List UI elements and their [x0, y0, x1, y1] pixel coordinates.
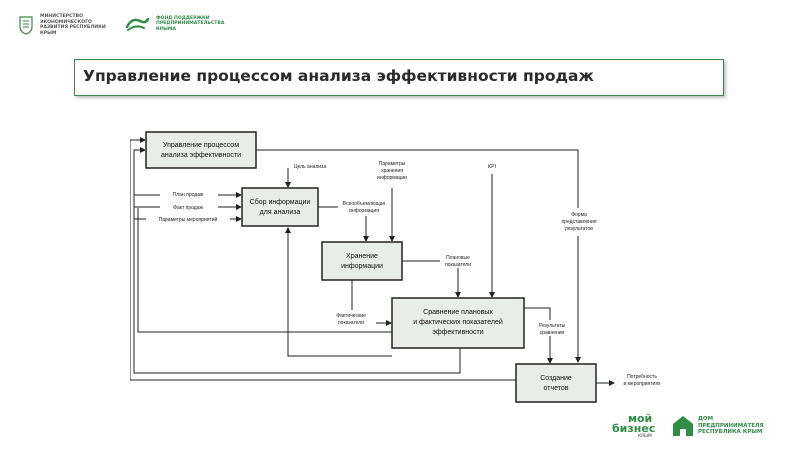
label-planned-1: Плановые — [446, 255, 470, 261]
box-report-line2: отчетов — [544, 385, 569, 392]
box-collect-line1: Сбор информации — [250, 198, 311, 206]
box-manage: Управление процессом анализа эффективнос… — [145, 131, 257, 169]
dom-predprinimatelya-logo: Дом предпринимателя Республика Крым — [672, 414, 778, 438]
label-storage-params-2: хранения — [381, 168, 403, 174]
box-manage-line2: анализа эффективности — [161, 152, 241, 159]
box-report-line1: Создание — [540, 375, 572, 382]
box-store: Хранение информации — [321, 241, 403, 281]
input-params-label: Параметры мероприятий — [159, 216, 218, 223]
box-store-line2: информации — [341, 263, 383, 270]
house-icon — [673, 416, 693, 436]
control-arrows: Цель анализа Параметры хранения информац… — [256, 149, 600, 363]
feedback-lines — [130, 137, 517, 384]
box-collect: Сбор информации для анализа — [241, 187, 319, 227]
label-results-2: сравнения — [540, 330, 565, 336]
ministry-logo: Министерство экономического развития Рес… — [18, 14, 118, 36]
slide-title-box: Управление процессом анализа эффективнос… — [74, 59, 724, 96]
fund-swirl-icon — [125, 17, 150, 31]
box-compare-line3: эффективности — [432, 329, 483, 336]
moi-biznes-logo: мой бизнес КРЫМ — [612, 412, 656, 439]
input-plan-label: План продаж — [173, 192, 204, 198]
internal-flows: Всеообъемлющая информация Плановые показ… — [318, 198, 661, 387]
ministry-emblem-icon — [19, 16, 33, 35]
box-compare-line1: Сравнение плановых — [423, 309, 493, 316]
box-collect-line2: для анализа — [260, 209, 301, 216]
label-results-1: Результаты — [539, 323, 566, 329]
input-arrows: План продаж Факт продаж Параметры меропр… — [134, 190, 242, 223]
box-manage-line1: Управление процессом — [163, 142, 239, 149]
label-output-2: в мероприятиях — [623, 381, 661, 387]
process-diagram: Управление процессом анализа эффективнос… — [130, 131, 661, 403]
moi-word: мой — [628, 412, 653, 425]
label-goals: Цель анализа — [294, 164, 327, 170]
box-compare: Сравнение плановых и фактических показат… — [391, 297, 525, 349]
input-fact-label: Факт продаж — [173, 205, 203, 211]
box-report: Создание отчетов — [515, 363, 597, 403]
label-report-form-3: результатов — [565, 226, 593, 232]
slide-title: Управление процессом анализа эффективнос… — [83, 67, 594, 85]
label-report-form-2: представления — [561, 219, 596, 225]
fund-text: Фонд поддержки предпринимательства Крыма — [156, 15, 225, 32]
label-collected-2: информация — [349, 208, 379, 214]
label-output-1: Потребность — [627, 374, 657, 380]
moi-sub-label: КРЫМ — [638, 434, 652, 439]
box-store-line1: Хранение — [346, 253, 378, 260]
label-kpi: KPI — [488, 164, 496, 170]
label-storage-params-3: информации — [377, 175, 407, 181]
dom-text: Дом предпринимателя Республика Крым — [698, 416, 764, 436]
label-collected-1: Всеообъемлющая — [343, 201, 386, 207]
label-storage-params-1: Параметры — [379, 161, 406, 167]
label-actual-1: Фактические — [336, 313, 366, 319]
label-report-form-1: Форма — [571, 212, 587, 218]
biznes-word: бизнес — [612, 422, 656, 435]
label-actual-2: показатели — [338, 320, 364, 326]
label-planned-2: показатели — [445, 262, 471, 268]
fund-logo: Фонд поддержки предпринимательства Крыма — [124, 15, 236, 33]
ministry-text: Министерство экономического развития Рес… — [40, 14, 106, 36]
box-compare-line2: и фактических показателей — [413, 318, 503, 326]
